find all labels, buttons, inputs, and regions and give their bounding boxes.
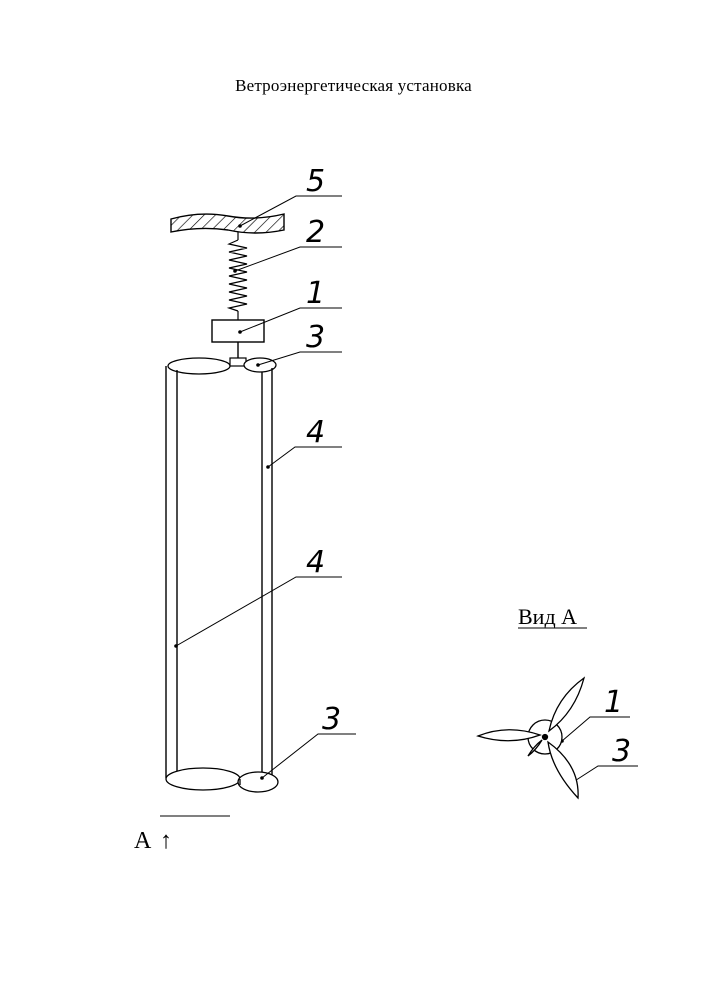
callout-4-lower: 4 bbox=[306, 545, 325, 580]
callout-4-upper: 4 bbox=[306, 415, 325, 450]
top-plate bbox=[171, 214, 284, 233]
spring bbox=[229, 232, 247, 320]
callout-5: 5 bbox=[306, 164, 325, 199]
view-a-label: Вид А bbox=[518, 604, 577, 629]
section-arrow-icon: ↑ bbox=[160, 828, 172, 854]
leader-dots bbox=[174, 224, 572, 786]
callout-3-bottom: 3 bbox=[322, 702, 341, 737]
callout-3-view: 3 bbox=[612, 734, 631, 769]
callout-2: 2 bbox=[306, 215, 325, 250]
rotor-blades-body bbox=[166, 366, 272, 780]
callout-1-view: 1 bbox=[604, 685, 623, 720]
top-rotor-blades bbox=[168, 358, 276, 374]
callout-1-top: 1 bbox=[306, 276, 325, 311]
section-marker-a: А bbox=[134, 828, 152, 854]
leader-lines bbox=[160, 196, 638, 816]
bottom-rotor-blades bbox=[166, 768, 278, 792]
callout-3-top: 3 bbox=[306, 320, 325, 355]
view-a-rotor bbox=[478, 678, 584, 798]
